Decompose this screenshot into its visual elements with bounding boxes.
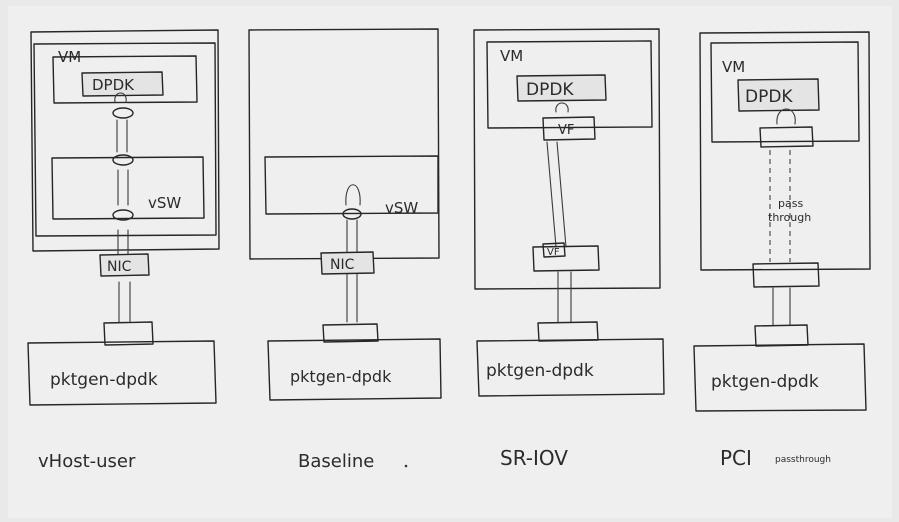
pktgen-label: pktgen-dpdk <box>711 372 819 392</box>
host-box <box>248 28 440 260</box>
caption-pci: PCI <box>720 446 752 470</box>
loop-arrow <box>114 92 127 103</box>
vm-box <box>710 41 860 143</box>
dpdk-box-bg <box>517 76 605 100</box>
caption-sr-iov: SR-IOV <box>500 446 568 470</box>
dpdk-box <box>516 74 607 102</box>
host-box <box>473 28 661 290</box>
vsw-box <box>264 155 439 215</box>
panel-pci-passthrough: VM DPDK pass through pktgen-dpdk PCI pas… <box>693 31 871 470</box>
nic-box-bg <box>100 255 148 275</box>
vsw-port-top <box>112 154 134 166</box>
vm-box <box>33 42 217 237</box>
vhost-port-top <box>112 107 134 119</box>
pktgen-label: pktgen-dpdk <box>290 367 392 386</box>
vm-inner-box <box>52 55 198 104</box>
nic-box-bg <box>321 253 373 273</box>
caption-baseline: Baseline <box>298 451 374 472</box>
pktgen-box <box>27 340 217 406</box>
loop-arrow <box>555 102 569 113</box>
vsw-port-bottom <box>112 209 134 221</box>
vm-label: VM <box>722 58 745 76</box>
pktgen-port <box>103 321 154 346</box>
vsw-port <box>342 208 362 220</box>
dpdk-label: DPDK <box>526 80 574 100</box>
panel-vhost-user: VM DPDK vSW NIC pktgen-dpdk vHost-user <box>27 29 220 472</box>
vf-bottom-label: VF <box>547 247 560 258</box>
arrow-up <box>546 141 557 248</box>
nic-box <box>99 253 150 277</box>
host-box <box>30 29 220 252</box>
vm-box <box>486 40 653 129</box>
pktgen-box <box>476 338 665 397</box>
nic-box <box>532 245 600 272</box>
vsw-box <box>51 156 205 220</box>
vsw-label: vSW <box>385 199 418 217</box>
nic-label: NIC <box>330 257 355 273</box>
nic-box <box>320 251 375 275</box>
host-box <box>699 31 871 271</box>
vsw-label: vSW <box>148 194 181 212</box>
pktgen-label: pktgen-dpdk <box>486 361 594 381</box>
dpdk-box <box>737 78 820 112</box>
dpdk-label: DPDK <box>745 87 793 107</box>
passthrough-label-2: through <box>768 211 811 224</box>
pktgen-box <box>693 343 867 412</box>
vf-top-label: VF <box>558 123 574 138</box>
loop-arrow <box>345 184 361 206</box>
panel-sr-iov: VM DPDK VF VF pktgen-dpdk SR-IOV <box>473 28 665 470</box>
pktgen-box <box>267 338 442 401</box>
vf-top-box <box>542 116 596 141</box>
stray-dot <box>404 464 408 468</box>
dpdk-box <box>81 71 164 97</box>
panel-baseline: vSW NIC pktgen-dpdk Baseline <box>248 28 442 472</box>
dpdk-box-bg <box>82 73 162 95</box>
dpdk-box-bg <box>738 80 818 110</box>
pktgen-label: pktgen-dpdk <box>50 370 158 390</box>
nic-label: NIC <box>107 259 132 275</box>
vf-bottom-box <box>542 242 566 258</box>
nic-box <box>752 262 820 288</box>
pktgen-port <box>322 323 379 343</box>
vm-port-box <box>759 126 814 148</box>
vm-label: VM <box>500 47 523 65</box>
dpdk-label: DPDK <box>92 76 135 94</box>
arrow-down <box>556 141 567 248</box>
passthrough-label-1: pass <box>778 197 803 210</box>
caption-pci-suffix: passthrough <box>775 455 831 465</box>
loop-arrow <box>776 108 796 125</box>
caption-vhost-user: vHost-user <box>38 451 136 472</box>
